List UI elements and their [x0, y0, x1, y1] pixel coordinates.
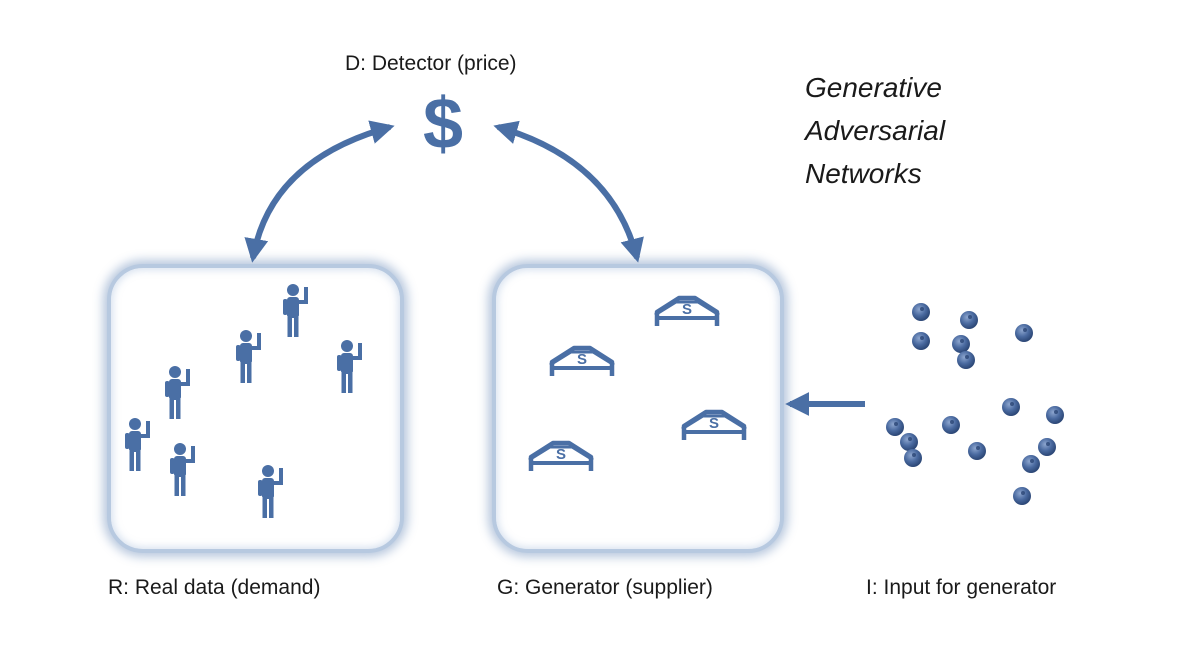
person-waving-icon — [125, 418, 150, 471]
supply-mark: S — [709, 415, 719, 432]
blueberry-icon — [968, 442, 986, 460]
detector-label: D: Detector (price) — [345, 52, 517, 75]
blueberry-icon — [1022, 455, 1040, 473]
blueberry-icon — [1038, 438, 1056, 456]
person-waving-icon — [236, 330, 261, 383]
blueberry-icon — [900, 433, 918, 451]
person-waving-icon — [337, 340, 362, 393]
supply-mark: S — [682, 301, 692, 318]
input-berries — [886, 303, 1064, 505]
title-line-1: Generative — [805, 72, 942, 103]
person-waving-icon — [165, 366, 190, 419]
supplier-tent-icon: S — [682, 412, 746, 440]
dollar-icon: $ — [422, 84, 464, 164]
supply-mark: S — [556, 446, 566, 463]
blueberry-icon — [912, 332, 930, 350]
supplier-tent-icon: S — [529, 443, 593, 471]
generator-box — [492, 264, 784, 553]
blueberry-icon — [1002, 398, 1020, 416]
blueberry-icon — [1015, 324, 1033, 342]
blueberry-icon — [960, 311, 978, 329]
supplier-tent-icon: S — [655, 298, 719, 326]
supplier-tent-icon: S — [550, 348, 614, 376]
arrow-detector-real — [244, 120, 395, 263]
real-data-label: R: Real data (demand) — [108, 576, 321, 599]
input-label: I: Input for generator — [866, 576, 1057, 599]
supply-mark: S — [577, 351, 587, 368]
person-waving-icon — [170, 443, 195, 496]
blueberry-icon — [957, 351, 975, 369]
real-data-box — [107, 264, 404, 553]
person-waving-icon — [283, 284, 308, 337]
person-waving-icon — [258, 465, 283, 518]
generator-label: G: Generator (supplier) — [497, 576, 713, 599]
title-line-3: Networks — [805, 158, 922, 189]
blueberry-icon — [952, 335, 970, 353]
title-line-2: Adversarial — [805, 115, 946, 146]
arrow-detector-generator — [493, 120, 644, 263]
blueberry-icon — [1046, 406, 1064, 424]
blueberry-icon — [904, 449, 922, 467]
blueberry-icon — [1013, 487, 1031, 505]
blueberry-icon — [942, 416, 960, 434]
blueberry-icon — [886, 418, 904, 436]
blueberry-icon — [912, 303, 930, 321]
